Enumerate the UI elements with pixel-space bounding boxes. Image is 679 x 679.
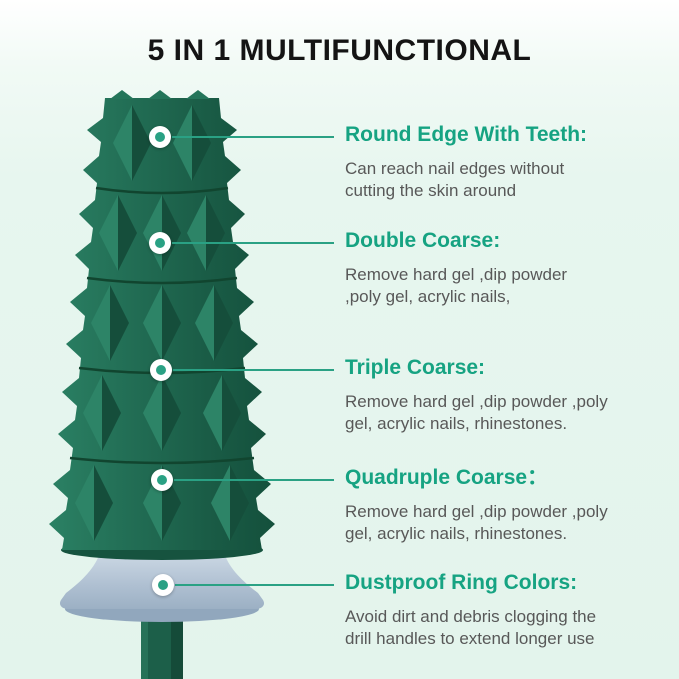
description-line: drill handles to extend longer use bbox=[345, 629, 595, 648]
description-line: gel, acrylic nails, rhinestones. bbox=[345, 524, 568, 543]
drill-bit-illustration bbox=[49, 90, 275, 679]
callout-line bbox=[174, 479, 334, 481]
callout-description: Remove hard gel ,dip powder ,poly gel, a… bbox=[345, 391, 665, 435]
description-line: gel, acrylic nails, rhinestones. bbox=[345, 414, 568, 433]
callout-block: Round Edge With Teeth: Can reach nail ed… bbox=[345, 122, 665, 202]
callout-marker bbox=[149, 232, 171, 254]
description-line: Remove hard gel ,dip powder bbox=[345, 265, 568, 284]
callout-block: Dustproof Ring Colors: Avoid dirt and de… bbox=[345, 570, 665, 650]
callout-description: Remove hard gel ,dip powder ,poly gel, a… bbox=[345, 264, 665, 308]
callout-heading: Triple Coarse: bbox=[345, 356, 486, 379]
marker-dot-icon bbox=[155, 238, 165, 248]
description-line: Remove hard gel ,dip powder ,poly bbox=[345, 392, 608, 411]
callout-block: Triple Coarse: Remove hard gel ,dip powd… bbox=[345, 355, 665, 435]
marker-dot-icon bbox=[157, 475, 167, 485]
callout-line bbox=[173, 369, 334, 371]
callout-block: Double Coarse: Remove hard gel ,dip powd… bbox=[345, 228, 665, 308]
callout-marker bbox=[149, 126, 171, 148]
description-line: cutting the skin around bbox=[345, 181, 517, 200]
drill-bit-figure bbox=[40, 90, 300, 679]
callout-line bbox=[175, 584, 334, 586]
callout-description: Avoid dirt and debris clogging the drill… bbox=[345, 606, 665, 650]
callout-description: Remove hard gel ,dip powder ,poly gel, a… bbox=[345, 501, 665, 545]
marker-dot-icon bbox=[155, 132, 165, 142]
crown-teeth bbox=[110, 90, 210, 99]
callout-heading: Dustproof Ring Colors: bbox=[345, 571, 578, 594]
page-title: 5 IN 1 MULTIFUNCTIONAL bbox=[147, 34, 532, 67]
callout-line bbox=[172, 242, 334, 244]
callout-heading: Round Edge With Teeth: bbox=[345, 123, 588, 146]
marker-dot-icon bbox=[156, 365, 166, 375]
callout-marker bbox=[150, 359, 172, 381]
description-line: Can reach nail edges without bbox=[345, 159, 565, 178]
callout-heading: Double Coarse: bbox=[345, 229, 501, 252]
callout-heading: Quadruple Coarse： bbox=[345, 466, 549, 489]
marker-dot-icon bbox=[158, 580, 168, 590]
callout-description: Can reach nail edges without cutting the… bbox=[345, 158, 665, 202]
callout-marker bbox=[151, 469, 173, 491]
description-line: ,poly gel, acrylic nails, bbox=[345, 287, 511, 306]
callout-line bbox=[172, 136, 334, 138]
description-line: Avoid dirt and debris clogging the bbox=[345, 607, 597, 626]
cone-facets bbox=[75, 105, 249, 541]
callout-marker bbox=[152, 574, 174, 596]
callout-block: Quadruple Coarse： Remove hard gel ,dip p… bbox=[345, 465, 665, 545]
description-line: Remove hard gel ,dip powder ,poly bbox=[345, 502, 608, 521]
